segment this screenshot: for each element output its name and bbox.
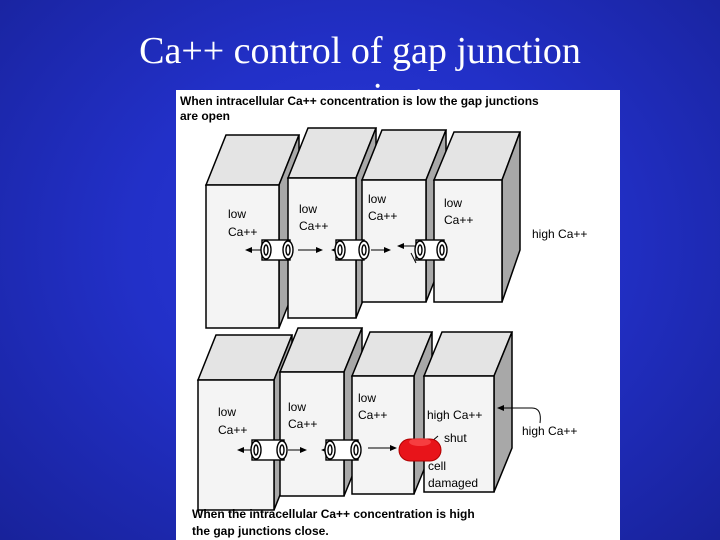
bottom-gap-junction-2 <box>325 440 361 460</box>
bottom-damaged-cell-label: high Ca++ <box>427 408 482 422</box>
shut-label: shut <box>444 431 467 445</box>
top-cell-2-label-line1: low <box>299 202 317 216</box>
top-cell-1-label-line2: Ca++ <box>228 225 257 239</box>
top-cell-4-label-line1: low <box>444 196 462 210</box>
top-cell-4-label-line2: Ca++ <box>444 213 473 227</box>
top-cell-1-label-line1: low <box>228 207 246 221</box>
bottom-caption-line1: When the intracellular Ca++ concentratio… <box>192 507 475 521</box>
top-outside-label: high Ca++ <box>532 227 587 241</box>
bottom-cell-1-label-line2: Ca++ <box>218 423 247 437</box>
gap-junction-diagram: When intracellular Ca++ concentration is… <box>176 90 620 540</box>
top-gap-junction-1 <box>261 240 293 260</box>
gap-junction-figure: When intracellular Ca++ concentration is… <box>176 90 620 540</box>
top-caption-line1: When intracellular Ca++ concentration is… <box>180 94 539 108</box>
bottom-outside-label: high Ca++ <box>522 424 577 438</box>
top-gap-junction-3 <box>415 240 447 260</box>
bottom-gap-junction-closed <box>399 438 441 461</box>
slide-title: Ca++ control of gap junction <box>0 28 720 74</box>
top-cell-3-label-line1: low <box>368 192 386 206</box>
bottom-caption-line2: the gap junctions close. <box>192 524 329 538</box>
bottom-cell-3-label-line1: low <box>358 391 376 405</box>
bottom-gap-junction-1 <box>251 440 287 460</box>
top-cell-2-label-line2: Ca++ <box>299 219 328 233</box>
bottom-cell-3-label-line2: Ca++ <box>358 408 387 422</box>
bottom-cell-1-label-line1: low <box>218 405 236 419</box>
bottom-cell-2-label-line1: low <box>288 400 306 414</box>
top-caption-line2: are open <box>180 109 230 123</box>
top-gap-junction-2 <box>335 240 369 260</box>
top-cell-3-label-line2: Ca++ <box>368 209 397 223</box>
bottom-cell-2-label-line2: Ca++ <box>288 417 317 431</box>
damaged-label-line2: damaged <box>428 476 478 490</box>
